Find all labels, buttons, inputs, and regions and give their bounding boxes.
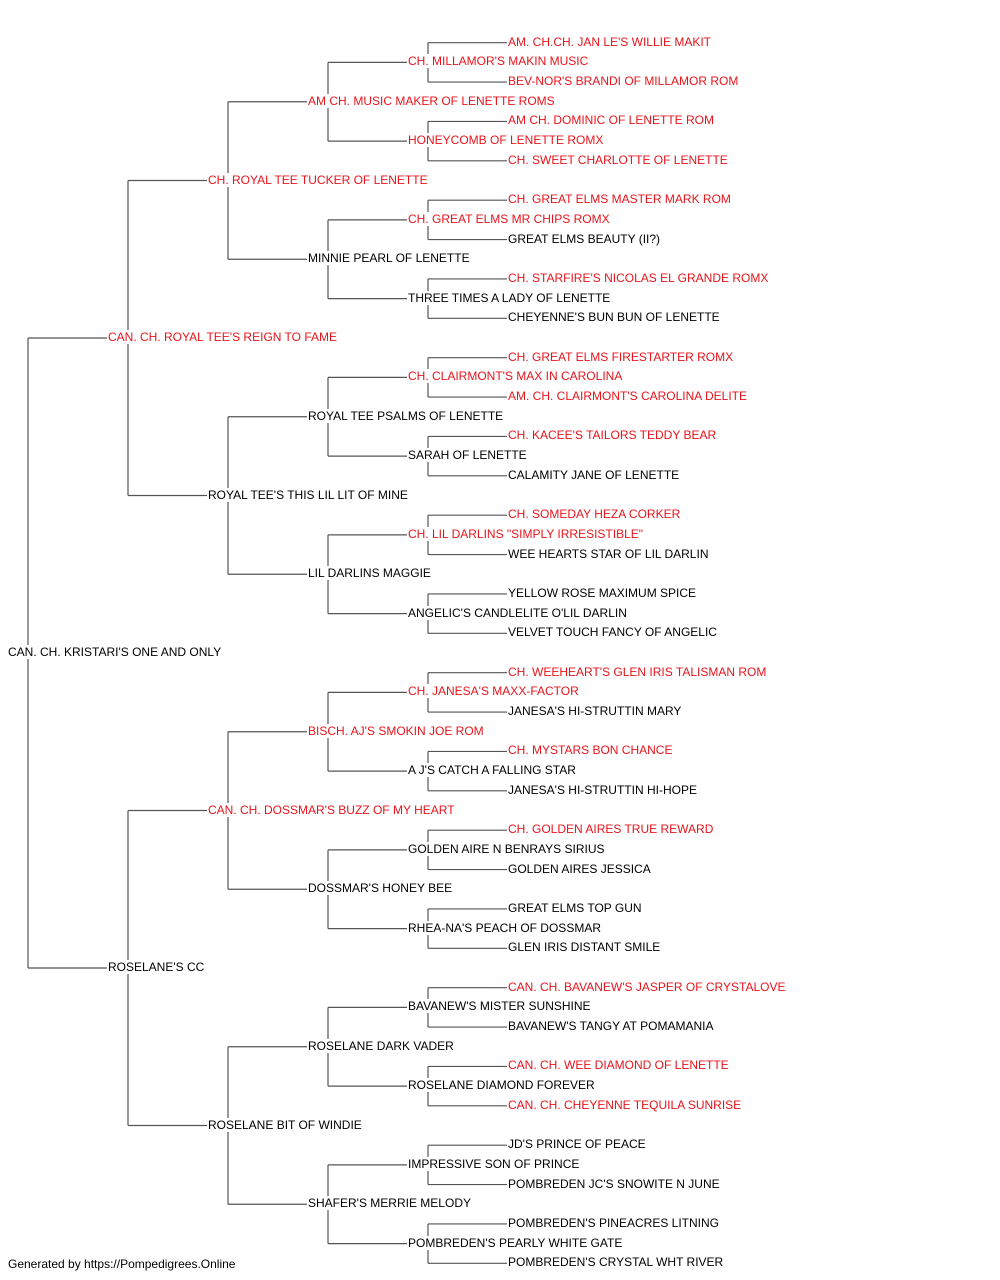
pedigree-entry: CH. KACEE'S TAILORS TEDDY BEAR — [507, 428, 718, 443]
pedigree-entry: HONEYCOMB OF LENETTE ROMX — [407, 133, 605, 148]
pedigree-entry: WEE HEARTS STAR OF LIL DARLIN — [507, 546, 710, 561]
pedigree-entry: YELLOW ROSE MAXIMUM SPICE — [507, 585, 698, 600]
pedigree-entry: CAN. CH. WEE DIAMOND OF LENETTE — [507, 1058, 730, 1073]
pedigree-entry: GLEN IRIS DISTANT SMILE — [507, 940, 662, 955]
pedigree-entry: POMBREDEN JC'S SNOWITE N JUNE — [507, 1176, 721, 1191]
pedigree-entry: CH. MILLAMOR'S MAKIN MUSIC — [407, 54, 590, 69]
pedigree-entry: GOLDEN AIRE N BENRAYS SIRIUS — [407, 841, 606, 856]
pedigree-entry: CH. GREAT ELMS MASTER MARK ROM — [507, 192, 732, 207]
pedigree-entry: CH. WEEHEART'S GLEN IRIS TALISMAN ROM — [507, 664, 768, 679]
pedigree-entry: CH. GOLDEN AIRES TRUE REWARD — [507, 822, 715, 837]
pedigree-entry: BISCH. AJ'S SMOKIN JOE ROM — [307, 723, 485, 738]
pedigree-entry: AM CH. MUSIC MAKER OF LENETTE ROMS — [307, 93, 556, 108]
pedigree-entry: RHEA-NA'S PEACH OF DOSSMAR — [407, 920, 602, 935]
pedigree-entry: CAN. CH. KRISTARI'S ONE AND ONLY — [7, 645, 223, 659]
pedigree-entry: JANESA'S HI-STRUTTIN HI-HOPE — [507, 782, 698, 797]
pedigree-entry: CH. GREAT ELMS MR CHIPS ROMX — [407, 211, 611, 226]
pedigree-entry: CHEYENNE'S BUN BUN OF LENETTE — [507, 310, 721, 325]
pedigree-entry: SARAH OF LENETTE — [407, 448, 528, 463]
pedigree-entry: ROSELANE BIT OF WINDIE — [207, 1117, 363, 1132]
pedigree-entry: LIL DARLINS MAGGIE — [307, 566, 432, 581]
pedigree-entry: POMBREDEN'S CRYSTAL WHT RIVER — [507, 1255, 725, 1270]
pedigree-entry: ROYAL TEE PSALMS OF LENETTE — [307, 408, 505, 423]
pedigree-entry: BAVANEW'S TANGY AT POMAMANIA — [507, 1019, 715, 1034]
pedigree-entry: CH. MYSTARS BON CHANCE — [507, 743, 674, 758]
pedigree-entry: GREAT ELMS BEAUTY (II?) — [507, 231, 662, 246]
pedigree-entry: POMBREDEN'S PINEACRES LITNING — [507, 1215, 720, 1230]
pedigree-entry: ROSELANE DARK VADER — [307, 1038, 455, 1053]
pedigree-entry: THREE TIMES A LADY OF LENETTE — [407, 290, 612, 305]
pedigree-entry: CAN. CH. DOSSMAR'S BUZZ OF MY HEART — [207, 802, 456, 817]
pedigree-entry: CH. CLAIRMONT'S MAX IN CAROLINA — [407, 369, 624, 384]
pedigree-entry: IMPRESSIVE SON OF PRINCE — [407, 1156, 581, 1171]
pedigree-entry: ROSELANE'S CC — [107, 960, 206, 974]
pedigree-entry: ROYAL TEE'S THIS LIL LIT OF MINE — [207, 487, 409, 502]
pedigree-entry: BAVANEW'S MISTER SUNSHINE — [407, 999, 592, 1014]
pedigree-entry: AM. CH. CLAIRMONT'S CAROLINA DELITE — [507, 389, 748, 404]
pedigree-entry: CALAMITY JANE OF LENETTE — [507, 467, 681, 482]
footer-credit: Generated by https://Pompedigrees.Online — [8, 1257, 236, 1271]
pedigree-entry: GOLDEN AIRES JESSICA — [507, 861, 652, 876]
pedigree-entry: CH. GREAT ELMS FIRESTARTER ROMX — [507, 349, 735, 364]
pedigree-entry: CH. ROYAL TEE TUCKER OF LENETTE — [207, 172, 429, 187]
pedigree-entry: JD'S PRINCE OF PEACE — [507, 1137, 647, 1152]
pedigree-entry: CAN. CH. ROYAL TEE'S REIGN TO FAME — [107, 330, 339, 344]
pedigree-entry: POMBREDEN'S PEARLY WHITE GATE — [407, 1235, 624, 1250]
pedigree-entry: JANESA'S HI-STRUTTIN MARY — [507, 704, 683, 719]
pedigree-entry: ROSELANE DIAMOND FOREVER — [407, 1078, 596, 1093]
pedigree-entry: VELVET TOUCH FANCY OF ANGELIC — [507, 625, 718, 640]
pedigree-entry: BEV-NOR'S BRANDI OF MILLAMOR ROM — [507, 74, 740, 89]
pedigree-entry: AM CH. DOMINIC OF LENETTE ROM — [507, 113, 716, 128]
pedigree-entry: GREAT ELMS TOP GUN — [507, 900, 643, 915]
pedigree-entry: CAN. CH. CHEYENNE TEQUILA SUNRISE — [507, 1097, 743, 1112]
pedigree-entry: MINNIE PEARL OF LENETTE — [307, 251, 471, 266]
pedigree-entry: AM. CH.CH. JAN LE'S WILLIE MAKIT — [507, 34, 712, 49]
pedigree-entry: CH. JANESA'S MAXX-FACTOR — [407, 684, 580, 699]
pedigree-entry: CH. LIL DARLINS "SIMPLY IRRESISTIBLE" — [407, 526, 645, 541]
pedigree-entry: CH. STARFIRE'S NICOLAS EL GRANDE ROMX — [507, 270, 770, 285]
pedigree-entry: SHAFER'S MERRIE MELODY — [307, 1196, 472, 1211]
pedigree-entry: A J'S CATCH A FALLING STAR — [407, 763, 577, 778]
pedigree-entry: CH. SWEET CHARLOTTE OF LENETTE — [507, 152, 729, 167]
pedigree-entry: CAN. CH. BAVANEW'S JASPER OF CRYSTALOVE — [507, 979, 787, 994]
pedigree-entry: ANGELIC'S CANDLELITE O'LIL DARLIN — [407, 605, 628, 620]
pedigree-entry: CH. SOMEDAY HEZA CORKER — [507, 507, 682, 522]
pedigree-entry: DOSSMAR'S HONEY BEE — [307, 881, 454, 896]
